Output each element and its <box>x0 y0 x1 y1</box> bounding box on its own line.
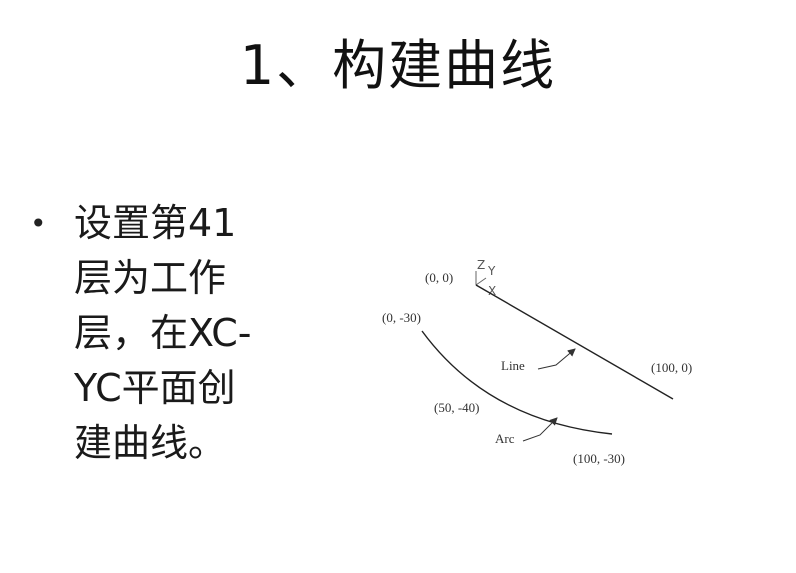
point-label-100-0: (100, 0) <box>651 360 692 375</box>
slide-title: 1、构建曲线 <box>239 34 557 97</box>
arc-leader <box>522 417 558 442</box>
arc-curve <box>421 330 613 435</box>
point-label-100-m30: (100, -30) <box>573 451 625 466</box>
point-label-50-m40: (50, -40) <box>434 400 480 415</box>
line-leader <box>537 348 576 370</box>
axis-label-z: Z <box>477 258 485 272</box>
point-label-0-0: (0, 0) <box>425 270 453 285</box>
arc-label: Arc <box>495 431 515 446</box>
wcs-triad-icon: Z Y X <box>475 258 496 298</box>
axis-label-y: Y <box>487 264 496 278</box>
line-label: Line <box>501 358 525 373</box>
bullet-line-5: 建曲线。 <box>74 421 227 465</box>
bullet-line-1: 设置第41 <box>74 201 237 245</box>
curve-diagram-svg: Z Y X Line Arc (0, 0) (100, 0) (0, -30) … <box>382 258 692 466</box>
bullet-text: 设置第41 层为工作 层，在XC- YC平面创 建曲线。 <box>74 196 334 471</box>
axis-label-x: X <box>488 284 496 298</box>
bullet-line-4: YC平面创 <box>74 366 236 410</box>
point-label-0-m30: (0, -30) <box>382 310 421 325</box>
curve-diagram: Z Y X Line Arc (0, 0) (100, 0) (0, -30) … <box>370 245 730 475</box>
bullet-line-2: 层为工作 <box>74 256 227 300</box>
bullet-line-3: 层，在XC- <box>74 311 252 355</box>
line-curve <box>475 284 674 400</box>
bullet-dot-icon: • <box>30 207 47 240</box>
